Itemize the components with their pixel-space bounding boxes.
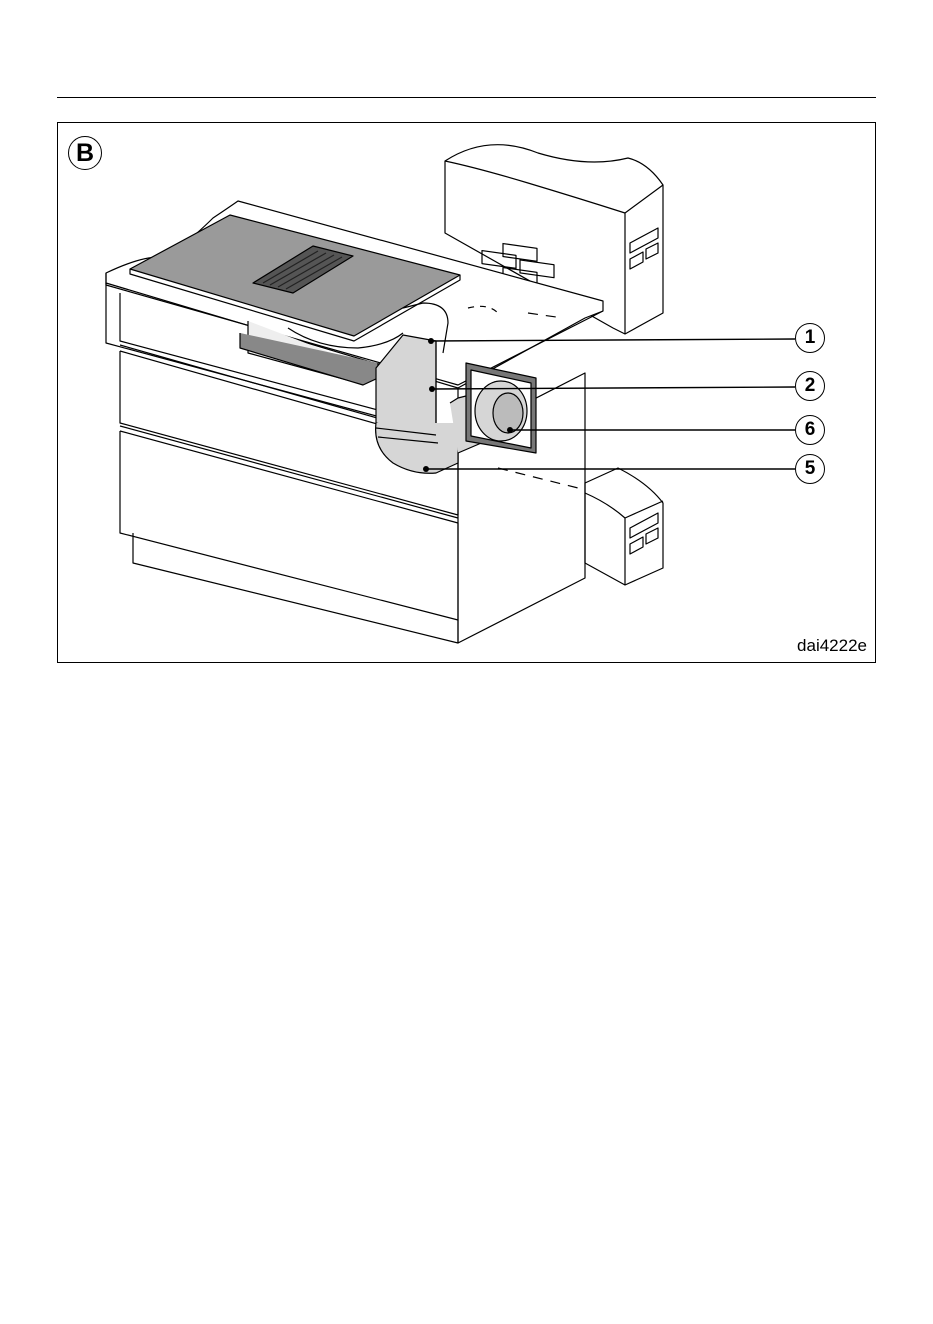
header-rule [57, 97, 876, 98]
figure-badge: B [68, 136, 102, 170]
figure-code: dai4222e [797, 636, 867, 656]
lower-wall-block [585, 468, 663, 585]
callout-5: 5 [795, 454, 825, 484]
figure-frame: B 1 2 6 5 dai4222e [57, 122, 876, 663]
installation-illustration [58, 123, 876, 663]
callout-1: 1 [795, 323, 825, 353]
callout-2: 2 [795, 371, 825, 401]
callout-6: 6 [795, 415, 825, 445]
